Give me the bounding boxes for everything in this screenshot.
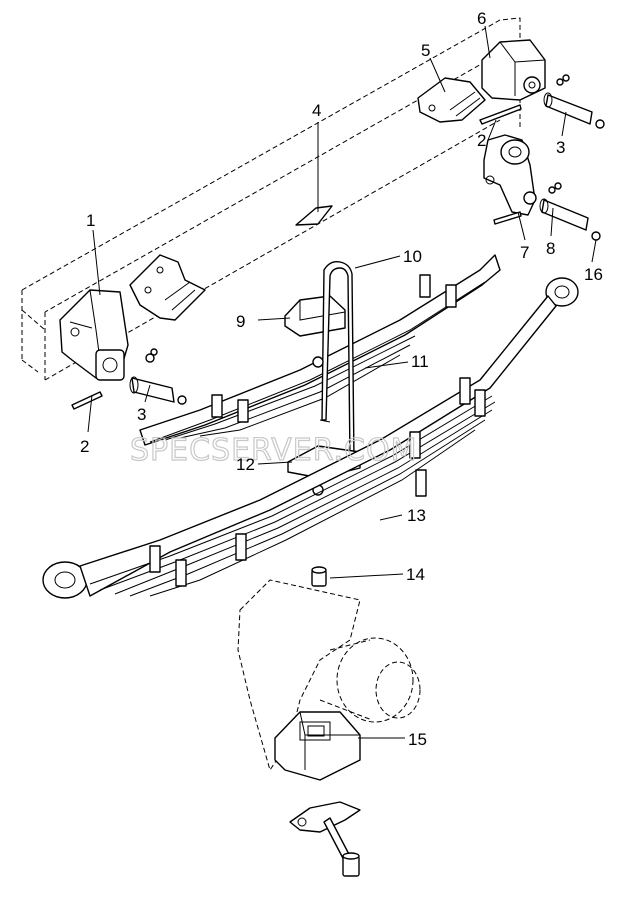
callout-16: 16 <box>584 265 603 284</box>
axle-housing <box>237 579 421 772</box>
leader-lines <box>87 25 597 739</box>
callout-3-right: 3 <box>556 138 565 157</box>
bushing-spacer <box>311 566 327 587</box>
main-leaf-spring <box>42 277 579 599</box>
callout-6: 6 <box>477 9 486 28</box>
shackle <box>483 134 537 225</box>
grease-pin-right <box>479 104 522 125</box>
callout-5: 5 <box>421 41 430 60</box>
callout-11: 11 <box>411 352 429 371</box>
u-bolt-nuts <box>312 356 324 496</box>
callout-15: 15 <box>408 730 427 749</box>
shackle-pin <box>539 182 601 241</box>
callout-2-left: 2 <box>80 437 89 456</box>
callout-4: 4 <box>312 101 321 120</box>
callout-7: 7 <box>520 243 529 262</box>
rear-hanger-bracket <box>481 39 546 101</box>
bump-stop <box>295 205 333 226</box>
callout-8: 8 <box>546 239 555 258</box>
spring-pin-right <box>543 74 605 129</box>
front-hanger-bracket <box>59 289 129 381</box>
helper-spring <box>139 254 501 446</box>
spacer-block <box>284 295 346 337</box>
callout-9: 9 <box>236 312 245 331</box>
spring-seat <box>274 711 361 781</box>
watermark-text: SPECSERVER.COM <box>130 433 417 468</box>
lower-link <box>289 801 361 877</box>
callout-3-left: 3 <box>137 405 146 424</box>
front-mount-plate <box>129 254 206 321</box>
callout-10: 10 <box>403 247 422 266</box>
callouts: 1 2 2 3 3 4 5 6 7 8 9 10 11 12 13 14 15 … <box>80 9 603 749</box>
callout-12: 12 <box>236 455 255 474</box>
callout-13: 13 <box>407 506 426 525</box>
rear-mount-plate <box>417 77 486 123</box>
callout-1: 1 <box>86 211 95 230</box>
spring-pin-left <box>129 348 187 405</box>
callout-2-right: 2 <box>477 131 486 150</box>
grease-pin-left <box>71 391 103 410</box>
callout-14: 14 <box>406 565 425 584</box>
